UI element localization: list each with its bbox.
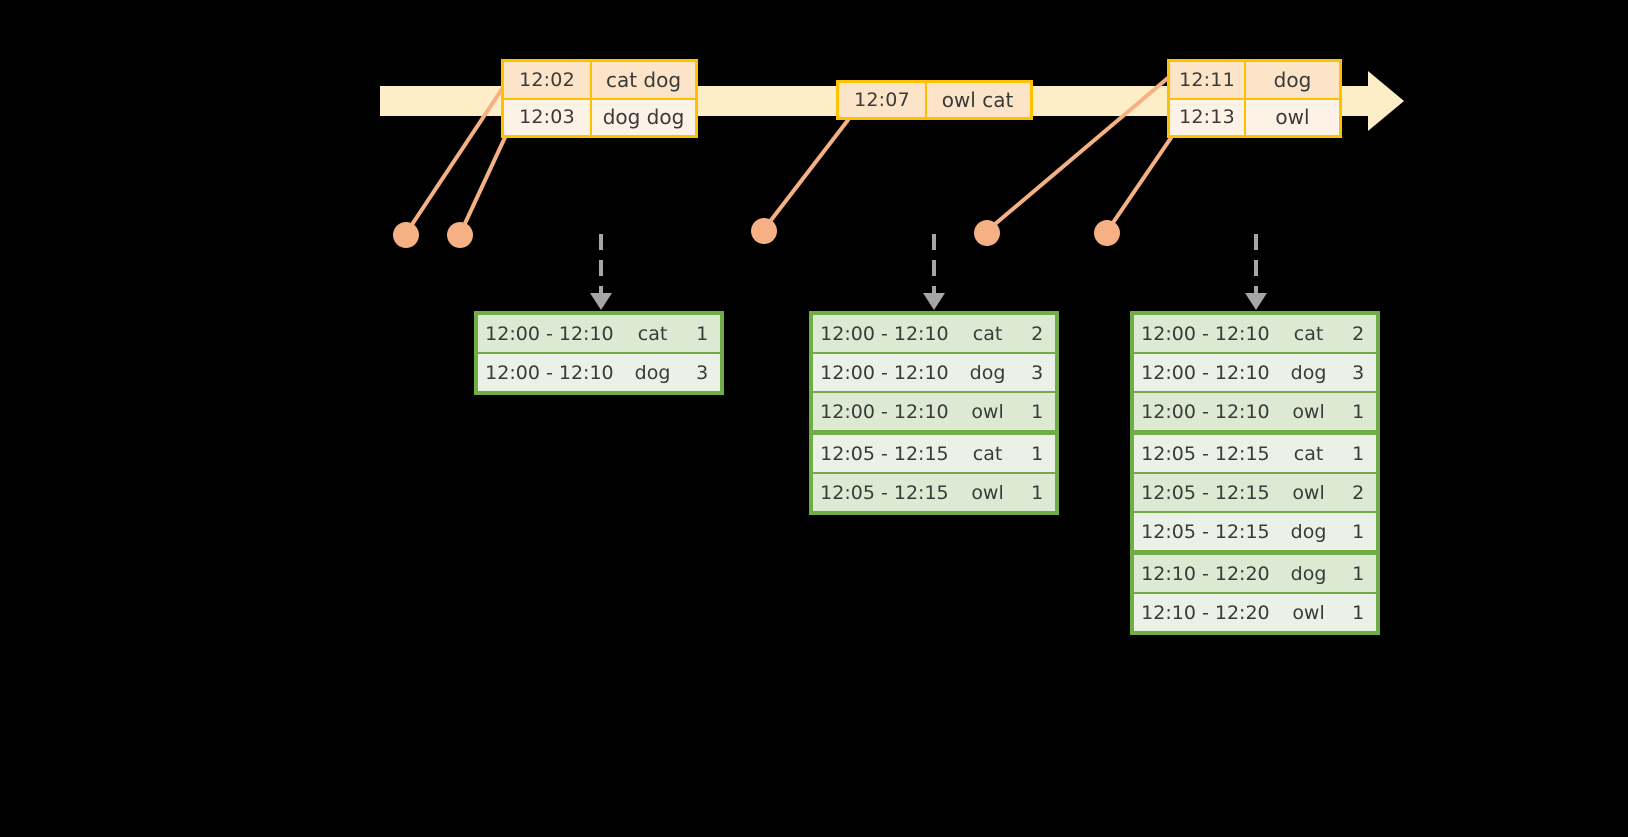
cell-word: owl (957, 474, 1018, 511)
cell-window-range: 12:00 - 12:10 (1134, 354, 1277, 391)
cell-word: cat (957, 435, 1018, 472)
cell-window-range: 12:00 - 12:10 (1134, 393, 1277, 430)
cell-count: 3 (684, 354, 720, 391)
connector-dot-5 (1094, 220, 1120, 246)
connector-dot-1 (393, 222, 419, 248)
event-row: 12:03 dog dog (504, 97, 695, 135)
cell-count: 2 (1340, 474, 1376, 511)
cell-word: owl (1278, 594, 1339, 631)
event-words: dog dog (602, 105, 685, 130)
event-row: 12:11 dog (1170, 62, 1339, 98)
cell-word: cat (1278, 315, 1339, 352)
event-words: owl cat (941, 88, 1014, 112)
connector-dot-3 (751, 218, 777, 244)
cell-count: 1 (1340, 435, 1376, 472)
arrow-head-icon (923, 293, 945, 310)
cell-count: 1 (1019, 435, 1055, 472)
cell-word: cat (1278, 435, 1339, 472)
cell-window-range: 12:05 - 12:15 (1134, 513, 1277, 550)
cell-count: 1 (1340, 594, 1376, 631)
cell-word: dog (622, 354, 683, 391)
cell-count: 2 (1019, 315, 1055, 352)
event-time: 12:02 (504, 62, 592, 98)
cell-word: cat (957, 315, 1018, 352)
event-row: 12:07 owl cat (839, 83, 1030, 117)
cell-count: 1 (1019, 474, 1055, 511)
cell-word: dog (1278, 513, 1339, 550)
cell-window-range: 12:05 - 12:15 (813, 474, 956, 511)
event-time: 12:03 (504, 99, 592, 135)
emit-arrow-3 (1245, 234, 1267, 310)
event-box-2[interactable]: 12:07 owl cat (836, 80, 1033, 120)
cell-count: 1 (1340, 513, 1376, 550)
cell-window-range: 12:05 - 12:15 (1134, 435, 1277, 472)
event-row: 12:13 owl (1170, 97, 1339, 135)
cell-count: 3 (1019, 354, 1055, 391)
cell-window-range: 12:00 - 12:10 (478, 354, 621, 391)
emit-arrow-1 (590, 234, 612, 310)
cell-word: dog (1278, 354, 1339, 391)
cell-word: owl (1278, 393, 1339, 430)
cell-word: cat (622, 315, 683, 352)
cell-count: 1 (1340, 393, 1376, 430)
event-time: 12:11 (1170, 62, 1246, 98)
event-time: 12:07 (839, 83, 927, 117)
event-row: 12:02 cat dog (504, 62, 695, 98)
cell-window-range: 12:10 - 12:20 (1134, 594, 1277, 631)
cell-count: 2 (1340, 315, 1376, 352)
cell-word: owl (1278, 474, 1339, 511)
cell-window-range: 12:00 - 12:10 (813, 315, 956, 352)
arrow-head-icon (590, 293, 612, 310)
connector-dot-2 (447, 222, 473, 248)
cell-window-range: 12:00 - 12:10 (478, 315, 621, 352)
timeline-arrowhead-icon (1368, 71, 1404, 131)
event-words: owl (1275, 105, 1310, 130)
cell-window-range: 12:05 - 12:15 (1134, 474, 1277, 511)
cell-window-range: 12:05 - 12:15 (813, 435, 956, 472)
arrow-stem (599, 234, 603, 296)
cell-word: owl (957, 393, 1018, 430)
cell-word: dog (1278, 555, 1339, 592)
arrow-stem (1254, 234, 1258, 296)
emit-arrow-2 (923, 234, 945, 310)
event-box-3[interactable]: 12:11 dog 12:13 owl (1167, 59, 1342, 138)
event-box-1[interactable]: 12:02 cat dog 12:03 dog dog (501, 59, 698, 138)
cell-count: 1 (1340, 555, 1376, 592)
arrow-stem (932, 234, 936, 296)
event-words: dog (1273, 67, 1312, 92)
cell-count: 1 (684, 315, 720, 352)
cell-count: 1 (1019, 393, 1055, 430)
event-words: cat dog (605, 67, 682, 92)
cell-word: dog (957, 354, 1018, 391)
connector-dot-4 (974, 220, 1000, 246)
cell-window-range: 12:00 - 12:10 (1134, 315, 1277, 352)
cell-window-range: 12:00 - 12:10 (813, 354, 956, 391)
cell-window-range: 12:10 - 12:20 (1134, 555, 1277, 592)
cell-count: 3 (1340, 354, 1376, 391)
cell-window-range: 12:00 - 12:10 (813, 393, 956, 430)
event-time: 12:13 (1170, 99, 1246, 135)
arrow-head-icon (1245, 293, 1267, 310)
